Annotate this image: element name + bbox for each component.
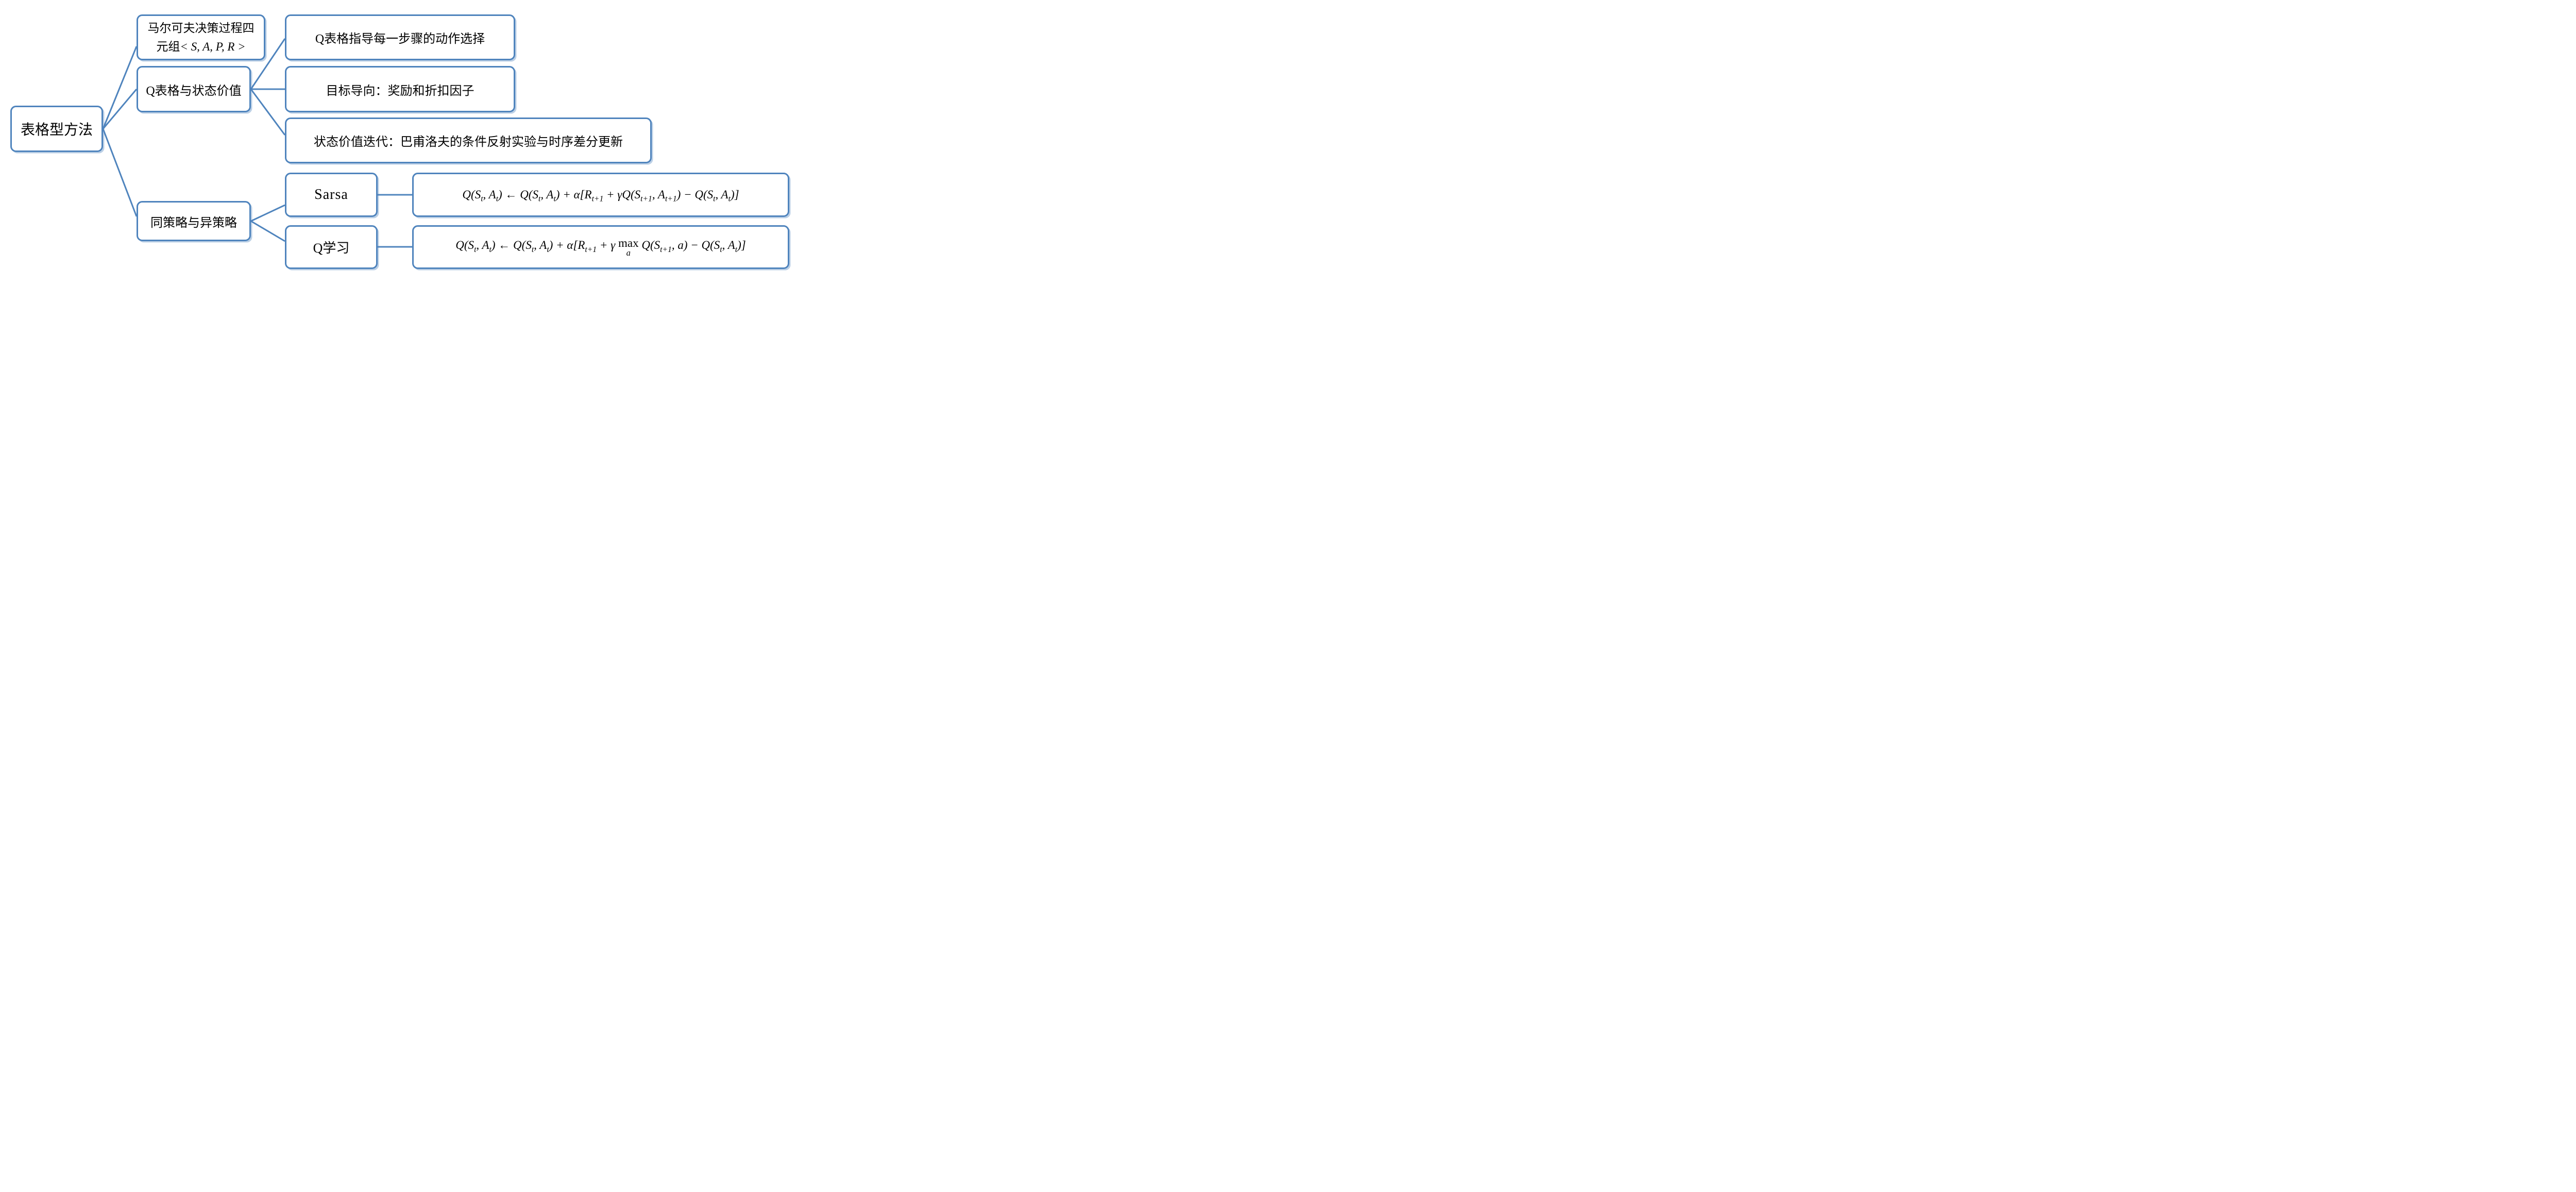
node-mdp-tuple-label: 马尔可夫决策过程四元组< S, A, P, R >: [147, 21, 255, 53]
node-goal-oriented-label: 目标导向：奖励和折扣因子: [326, 84, 474, 98]
node-goal-oriented[interactable]: 目标导向：奖励和折扣因子: [285, 66, 515, 112]
node-sarsa[interactable]: Sarsa: [285, 173, 378, 217]
connector-qtable-valueiter: [250, 89, 286, 136]
node-qtable-state-value[interactable]: Q表格与状态价值: [137, 66, 251, 112]
node-qtable-state-value-label: Q表格与状态价值: [146, 84, 242, 98]
node-root-label: 表格型方法: [20, 122, 93, 138]
connector-policy-qlearning: [250, 220, 285, 242]
node-value-iteration[interactable]: 状态价值迭代：巴甫洛夫的条件反射实验与时序差分更新: [285, 117, 652, 163]
sarsa-update-formula: Q(St, At) ← Q(St, At) + α[Rt+1 + γQ(St+1…: [462, 188, 739, 204]
node-policy-on-off[interactable]: 同策略与异策略: [137, 201, 251, 241]
node-value-iteration-label: 状态价值迭代：巴甫洛夫的条件反射实验与时序差分更新: [314, 136, 623, 149]
node-action-selection[interactable]: Q表格指导每一步骤的动作选择: [285, 14, 515, 60]
node-qlearning-label: Q学习: [313, 241, 350, 256]
node-policy-on-off-label: 同策略与异策略: [150, 216, 237, 230]
connector-root-mdp: [102, 46, 138, 129]
node-action-selection-label: Q表格指导每一步骤的动作选择: [315, 32, 485, 46]
connector-qtable-action: [250, 38, 286, 90]
node-mdp-tuple[interactable]: 马尔可夫决策过程四元组< S, A, P, R >: [137, 14, 265, 60]
connector-lines: [102, 38, 412, 248]
connector-root-qtable: [102, 89, 138, 129]
connector-root-policy: [102, 128, 138, 217]
connector-policy-sarsa: [250, 204, 285, 222]
mindmap-canvas: 表格型方法 马尔可夫决策过程四元组< S, A, P, R > Q表格与状态价值…: [0, 0, 805, 298]
node-root[interactable]: 表格型方法: [10, 106, 103, 152]
node-sarsa-label: Sarsa: [314, 187, 348, 203]
node-sarsa-formula[interactable]: Q(St, At) ← Q(St, At) + α[Rt+1 + γQ(St+1…: [412, 173, 789, 217]
node-qlearning[interactable]: Q学习: [285, 225, 378, 269]
